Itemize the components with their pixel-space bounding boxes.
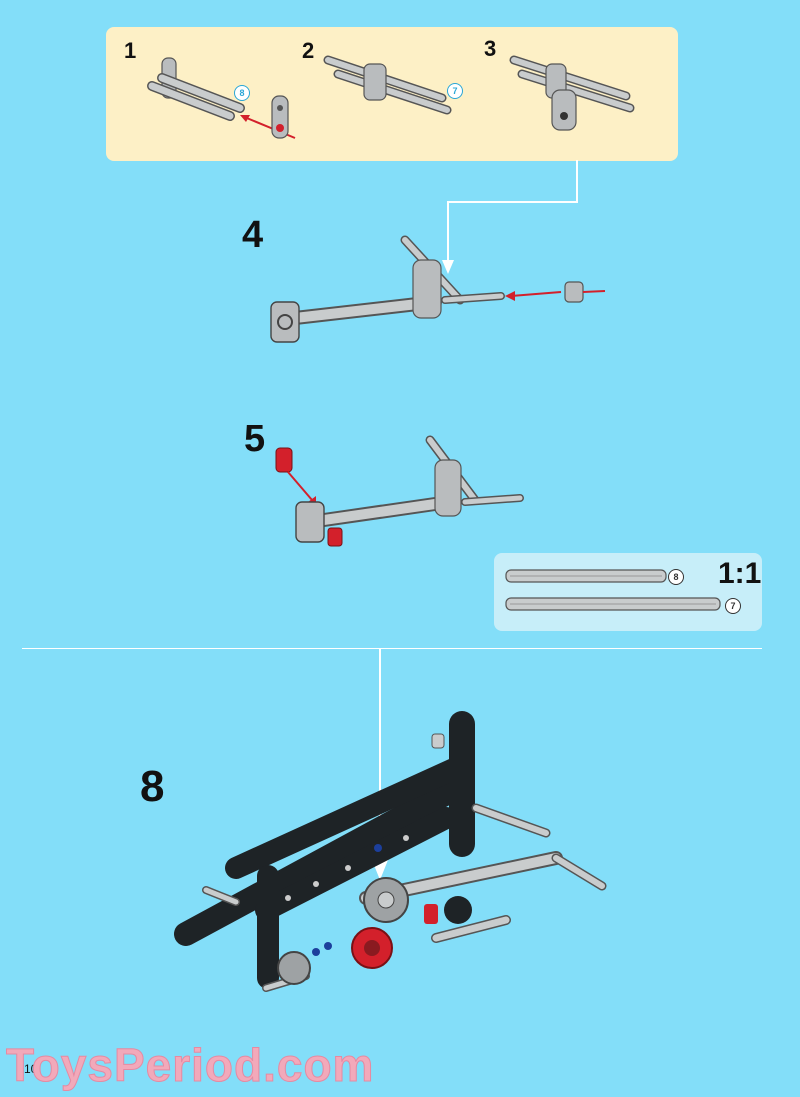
step-number-2: 2 bbox=[302, 38, 315, 63]
section-divider bbox=[22, 648, 762, 649]
step5-illustration bbox=[275, 435, 524, 547]
step4-illustration bbox=[270, 235, 606, 343]
subassembly-connector bbox=[442, 160, 578, 274]
callout-step2-length: 7 bbox=[447, 83, 463, 99]
step-number-4: 4 bbox=[242, 214, 264, 256]
axle-reference-illustration bbox=[505, 569, 721, 611]
part-reference-panel bbox=[494, 553, 762, 631]
step3-illustration bbox=[509, 55, 635, 131]
watermark-text: ToysPeriod.com bbox=[5, 1039, 375, 1092]
step1-illustration bbox=[147, 57, 296, 139]
step-number-8: 8 bbox=[140, 762, 165, 811]
reference-callout-a: 8 bbox=[668, 569, 684, 585]
callout-step1-length: 8 bbox=[234, 85, 250, 101]
step-number-1: 1 bbox=[124, 38, 137, 63]
step8-illustration bbox=[174, 648, 607, 992]
page-number: 10 bbox=[24, 1062, 38, 1076]
step-number-3: 3 bbox=[484, 36, 497, 61]
scale-label: 1:1 bbox=[718, 557, 762, 590]
step2-illustration bbox=[323, 55, 452, 115]
reference-callout-b: 7 bbox=[725, 598, 741, 614]
step-number-5: 5 bbox=[244, 418, 266, 460]
